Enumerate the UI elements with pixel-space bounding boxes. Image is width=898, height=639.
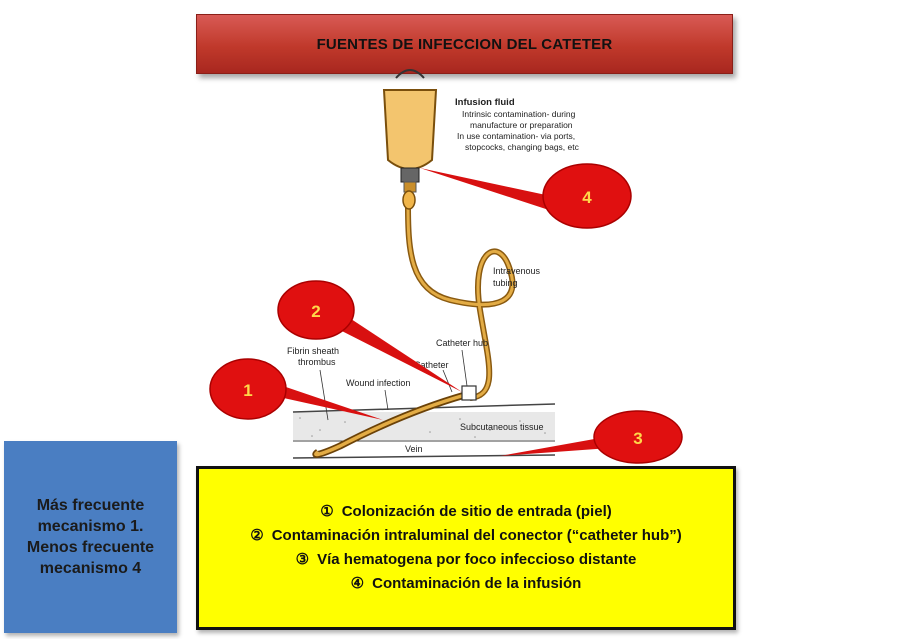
callout-2-label: 2	[311, 302, 320, 321]
frequency-note-text: Más frecuente mecanismo 1. Menos frecuen…	[26, 497, 155, 577]
callout-3-label: 3	[633, 429, 642, 448]
legend-text-1: Colonización de sitio de entrada (piel)	[341, 503, 612, 520]
legend-item-1: ① Colonización de sitio de entrada (piel)	[320, 502, 611, 522]
catheter-label: Catheter	[414, 360, 449, 370]
hub-label: Catheter hub	[436, 338, 488, 348]
catheter-hub-icon	[461, 385, 477, 401]
infusion-heading: Infusion fluid	[455, 97, 515, 108]
subcutaneous-label: Subcutaneous tissue	[460, 422, 544, 432]
callout-4: 4	[420, 163, 632, 229]
diagram-title: FUENTES DE INFECCION DEL CATETER	[196, 14, 733, 74]
callout-1: 1	[209, 358, 383, 420]
legend-number-3: ③	[295, 551, 310, 568]
callout-3: 3	[500, 410, 683, 464]
legend-text-3: Vía hematogena por foco infeccioso dista…	[317, 551, 637, 568]
wound-label: Wound infection	[346, 378, 410, 388]
tubing-label-2: tubing	[493, 278, 518, 288]
legend-number-2: ②	[250, 527, 264, 544]
subcutaneous-layer	[293, 412, 555, 440]
vein-bottom-line	[292, 454, 556, 459]
legend-item-4: ④ Contaminación de la infusión	[351, 574, 582, 594]
legend-number-1: ①	[320, 503, 334, 520]
frequency-note: Más frecuente mecanismo 1. Menos frecuen…	[4, 441, 177, 633]
callout-4-label: 4	[582, 188, 592, 207]
vein-label: Vein	[405, 444, 423, 454]
legend-text-4: Contaminación de la infusión	[372, 575, 582, 592]
callout-1-label: 1	[243, 381, 252, 400]
callout-2: 2	[277, 280, 462, 392]
legend-item-2: ② Contaminación intraluminal del conector…	[250, 526, 682, 546]
legend-item-3: ③ Vía hematogena por foco infeccioso dist…	[296, 550, 637, 570]
infusion-line-2: manufacture or preparation	[470, 120, 573, 130]
fibrin-label-1: Fibrin sheath	[287, 346, 339, 356]
legend-text-2: Contaminación intraluminal del conector …	[271, 527, 682, 544]
iv-tubing-inner	[406, 204, 514, 400]
infusion-line-3: In use contamination- via ports,	[457, 131, 575, 141]
legend-number-4: ④	[350, 575, 365, 592]
infusion-line-4: stopcocks, changing bags, etc	[465, 142, 580, 152]
legend-box: ① Colonización de sitio de entrada (piel)…	[196, 466, 736, 630]
fibrin-label-2: thrombus	[298, 357, 336, 367]
infusion-line-1: Intrinsic contamination- during	[462, 109, 576, 119]
catheter-tube-inner	[314, 393, 466, 457]
tubing-label-1: Intravenous	[493, 266, 541, 276]
infusion-bag-icon	[382, 69, 438, 210]
